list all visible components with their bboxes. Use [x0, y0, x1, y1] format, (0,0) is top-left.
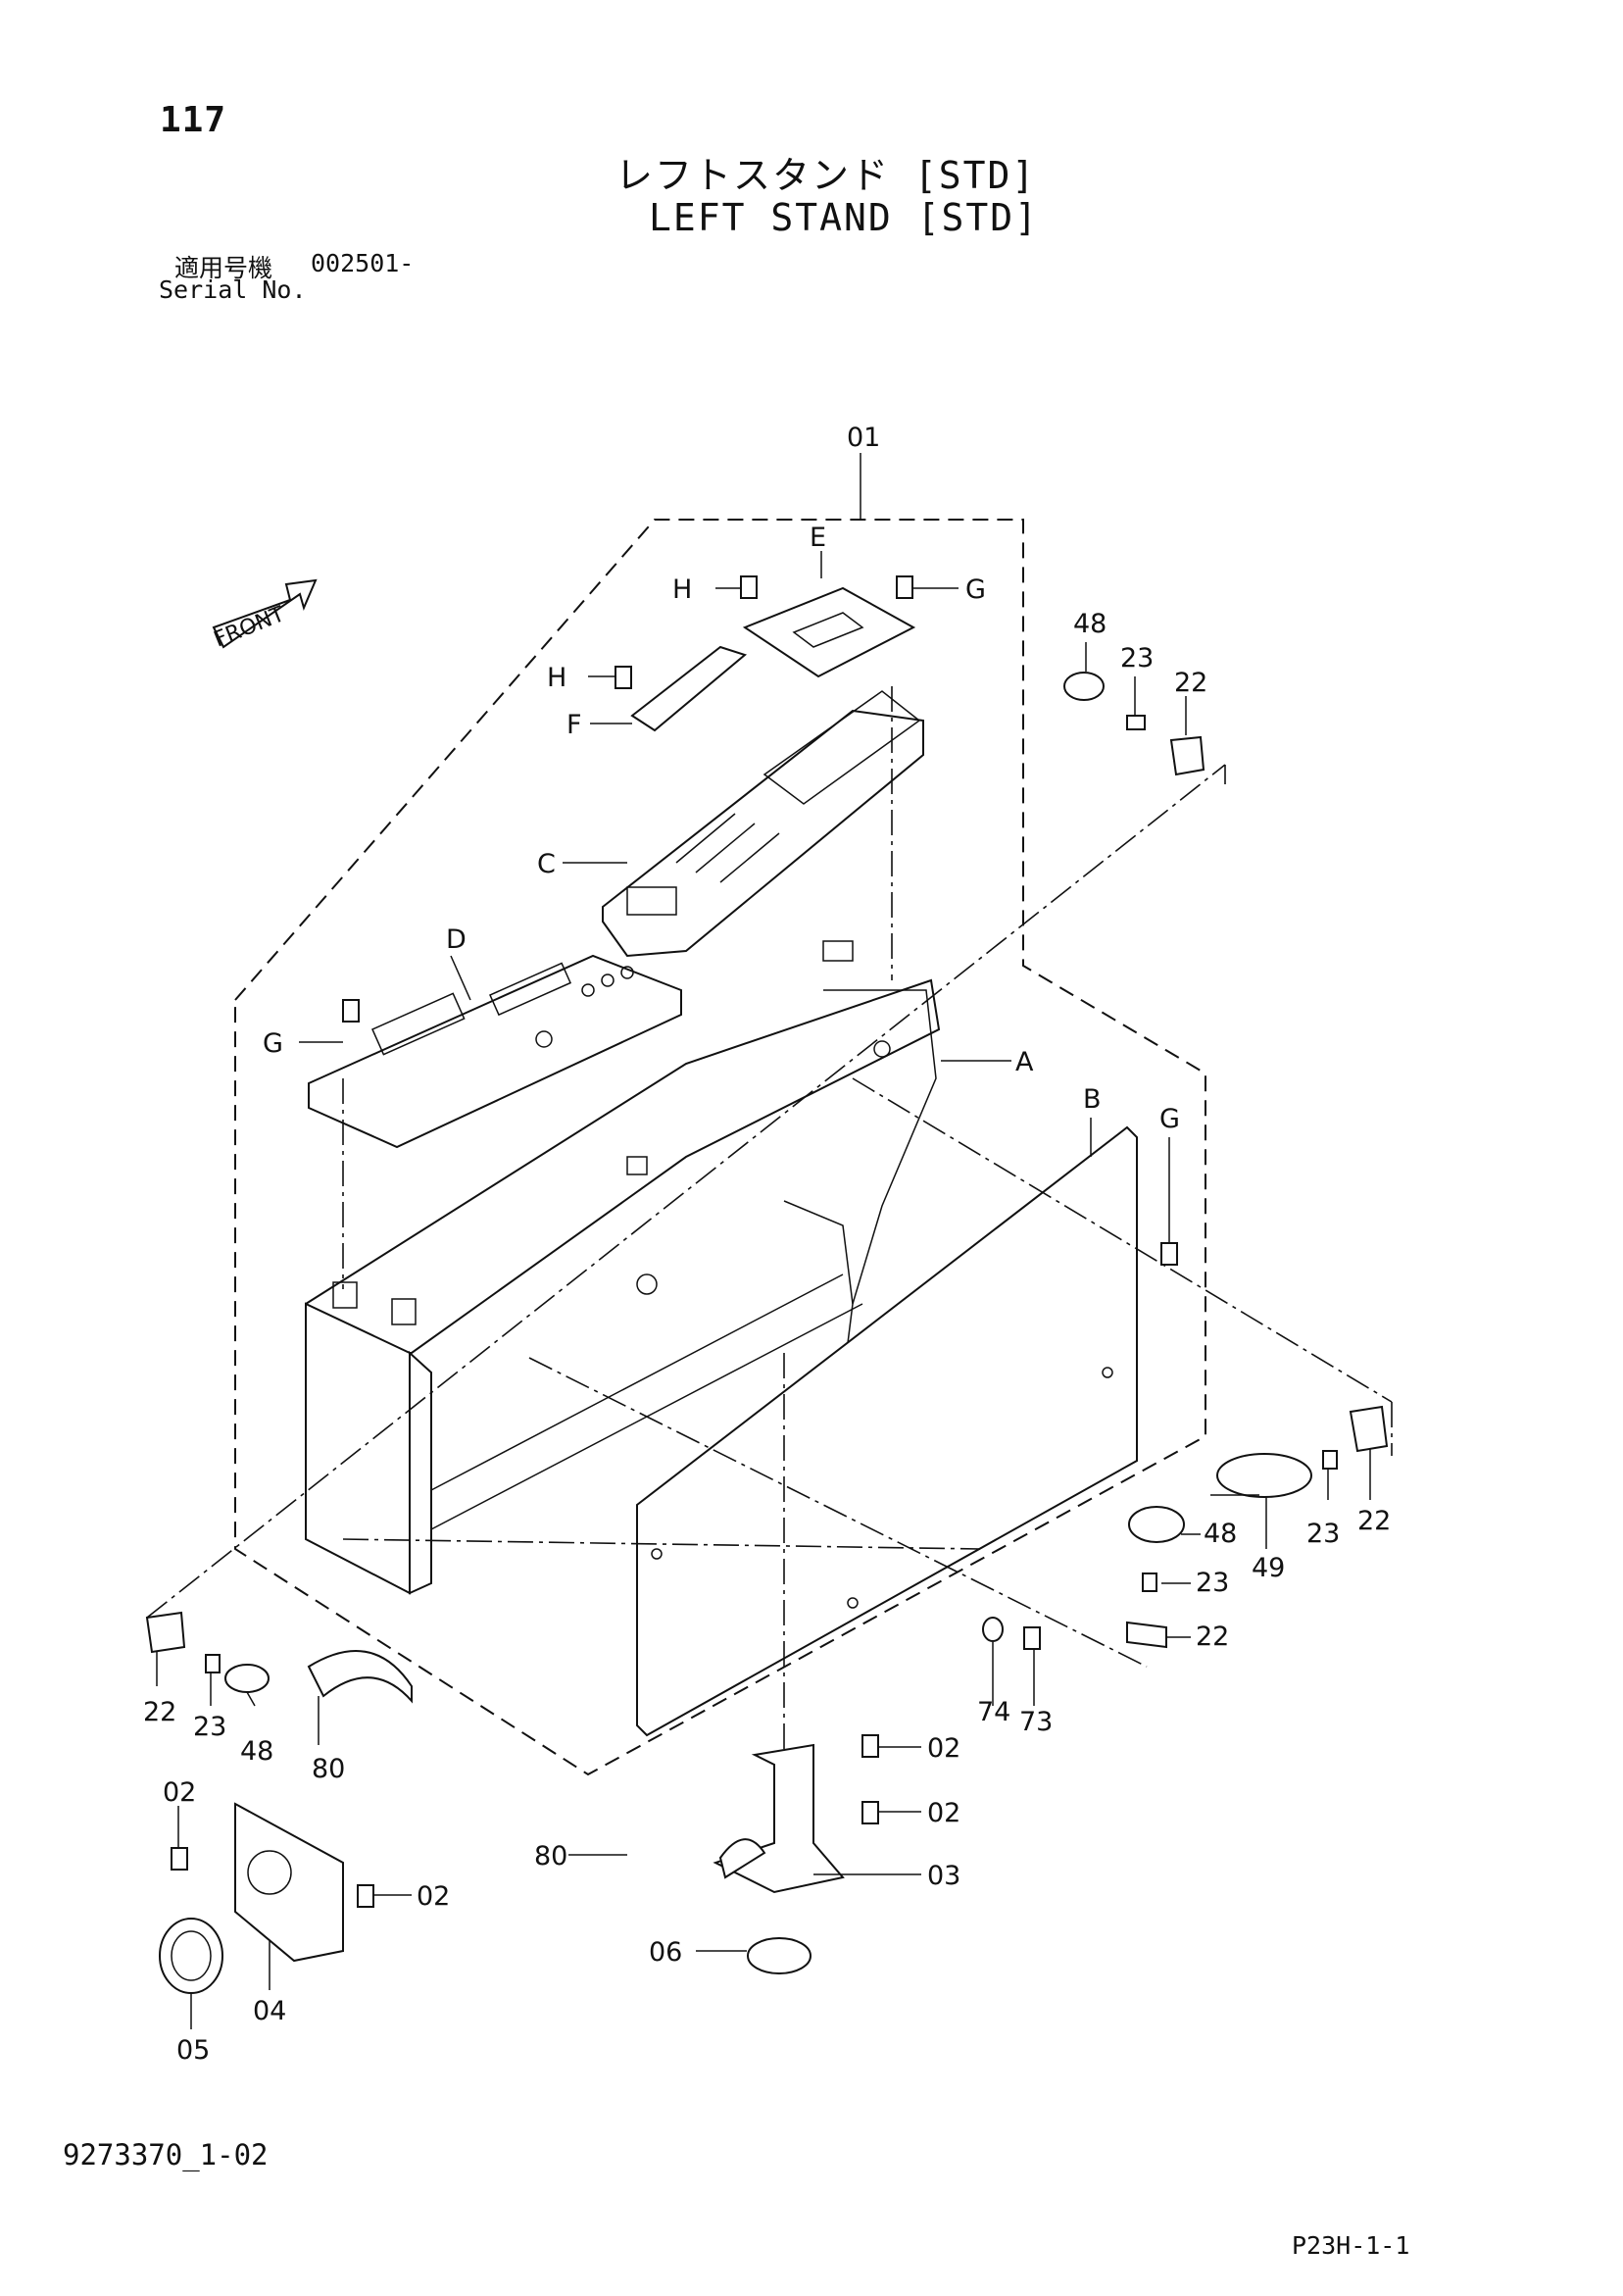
upper-panel-C — [602, 690, 924, 958]
front-arrow-icon: FRONT — [211, 578, 318, 653]
callout-23: 23 — [1196, 1568, 1229, 1598]
callout-23: 23 — [1306, 1519, 1340, 1549]
bolt-02-icon — [861, 1801, 879, 1824]
callout-H: H — [547, 663, 566, 693]
callout-G: G — [263, 1028, 283, 1059]
bracket-22-icon — [1126, 1621, 1167, 1649]
callout-48: 48 — [1073, 609, 1107, 639]
callout-06: 06 — [649, 1937, 682, 1968]
bolt-23-icon — [1142, 1572, 1157, 1592]
callout-01: 01 — [847, 423, 880, 453]
callout-D: D — [446, 924, 467, 955]
grommet-80-icon — [718, 1838, 766, 1879]
callout-48: 48 — [240, 1736, 273, 1767]
serial-value: 002501- — [311, 249, 415, 277]
serial-label-japanese: 適用号機 — [174, 254, 273, 282]
bolt-02-icon — [861, 1734, 879, 1758]
title-english: LEFT STAND [STD] — [649, 196, 1040, 239]
clamp-48-icon — [1128, 1506, 1185, 1543]
callout-22: 22 — [1174, 668, 1207, 698]
bolt-02-icon — [171, 1847, 188, 1871]
bolt-23-icon — [1126, 715, 1146, 730]
bracket-22-icon — [1349, 1405, 1389, 1453]
clamp-48-icon — [1063, 672, 1105, 701]
bolt-H-icon — [740, 575, 758, 599]
side-plate-B — [636, 1125, 1138, 1737]
callout-80: 80 — [312, 1754, 345, 1784]
seal-05-icon — [159, 1918, 223, 1994]
front-label: FRONT — [211, 602, 289, 653]
assembly-lines — [146, 686, 1393, 1755]
callout-02: 02 — [927, 1798, 960, 1828]
panel-D — [308, 954, 682, 1149]
bolt-H-icon — [615, 666, 632, 689]
callout-H: H — [672, 574, 692, 605]
page-number: 117 — [160, 100, 227, 140]
callout-05: 05 — [176, 2035, 210, 2066]
callout-80: 80 — [534, 1841, 567, 1872]
leader-lines — [156, 551, 1371, 2029]
title-japanese: レフトスタンド [STD] — [615, 154, 1037, 197]
bolt-73-icon — [1023, 1626, 1041, 1650]
serial-label-english: Serial No. — [159, 275, 307, 304]
callout-03: 03 — [927, 1861, 960, 1891]
clamp-48-icon — [224, 1664, 270, 1693]
main-body-A — [305, 940, 941, 1595]
cover-E — [742, 586, 916, 678]
page-code: P23H-1-1 — [1292, 2231, 1410, 2260]
callout-23: 23 — [1120, 643, 1154, 674]
grommet-80-icon — [307, 1650, 413, 1704]
callout-E: E — [810, 523, 826, 553]
callout-G: G — [1159, 1104, 1180, 1134]
callout-02: 02 — [417, 1881, 450, 1912]
callout-73: 73 — [1019, 1707, 1053, 1737]
callout-49: 49 — [1252, 1553, 1285, 1583]
assembly-boundary — [234, 519, 1206, 1776]
bolt-G-icon — [342, 999, 360, 1023]
bolt-G-icon — [896, 575, 913, 599]
callout-F: F — [566, 710, 582, 740]
callout-C: C — [537, 849, 556, 879]
grommet-06-icon — [747, 1937, 812, 1974]
callout-A: A — [1015, 1047, 1034, 1077]
callout-B: B — [1083, 1084, 1102, 1115]
washer-74-icon — [982, 1617, 1004, 1642]
bolt-23-icon — [1322, 1450, 1338, 1470]
band-49-icon — [1216, 1453, 1312, 1498]
callout-22: 22 — [1357, 1506, 1391, 1536]
bolt-G-icon — [1160, 1242, 1178, 1266]
bracket-22-icon — [145, 1611, 186, 1654]
callout-02: 02 — [927, 1733, 960, 1764]
callout-labels: 01 E H G H F C D G A B G 48 23 22 48 49 … — [143, 423, 1391, 2066]
callout-G: G — [965, 574, 986, 605]
bracket-22-icon — [1169, 735, 1205, 776]
document-id: 9273370_1-02 — [63, 2138, 269, 2171]
bolt-23-icon — [205, 1654, 221, 1673]
plate-F — [630, 645, 748, 732]
callout-74: 74 — [977, 1697, 1010, 1727]
callout-23: 23 — [193, 1712, 226, 1742]
callout-22: 22 — [143, 1697, 176, 1727]
callout-48: 48 — [1204, 1519, 1237, 1549]
callout-02: 02 — [163, 1777, 196, 1808]
callout-22: 22 — [1196, 1622, 1229, 1652]
callout-04: 04 — [253, 1996, 286, 2026]
bolt-02-icon — [357, 1884, 374, 1908]
